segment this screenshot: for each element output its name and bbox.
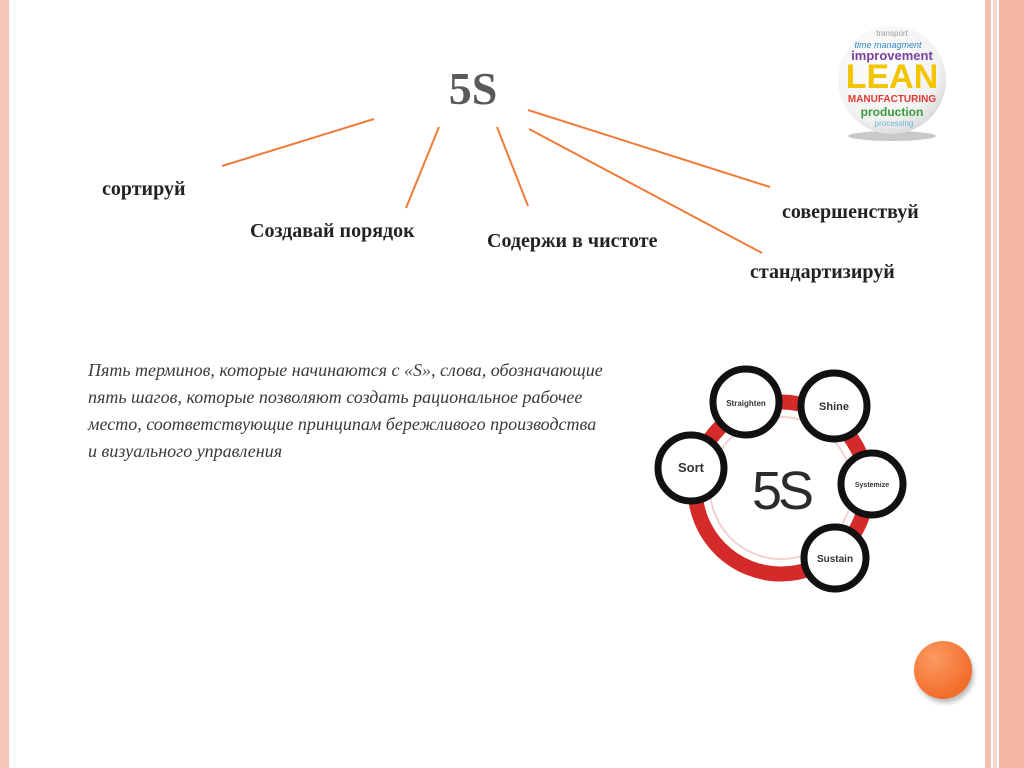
wheel-step-straighten: Straighten <box>709 365 783 439</box>
connector-standardize <box>528 128 763 254</box>
wheel-step-label: Straighten <box>726 399 766 408</box>
wheel-step-label: Sort <box>678 460 705 475</box>
wheel-step-label: Systemize <box>855 482 889 489</box>
wheel-step-label: Sustain <box>817 554 853 565</box>
connector-sustain <box>527 109 771 188</box>
lean-word-3: improvement <box>851 48 933 63</box>
wheel-step-systemize: Systemize <box>837 449 907 519</box>
wheel-step-label: Shine <box>819 401 849 413</box>
wheel-step-shine: Shine <box>797 369 871 443</box>
five-s-wheel: 5S Straighten Shine Sort Systemize Susta… <box>654 365 907 593</box>
decorative-orange-dot <box>914 641 972 699</box>
lean-word-4: LEAN <box>846 58 939 96</box>
slide-frame-right-inner <box>993 0 997 768</box>
slide-frame-right-outer <box>999 0 1024 768</box>
lean-word-7: processing <box>875 119 914 128</box>
lean-badge: transport time managment improvement LEA… <box>838 26 946 141</box>
wheel-step-sustain: Sustain <box>800 523 870 593</box>
term-sort: сортируй <box>102 178 186 200</box>
lean-word-1: transport <box>876 29 908 38</box>
slide-frame-left <box>0 0 9 768</box>
connector-sort <box>221 118 375 167</box>
description-text: Пять терминов, которые начинаются с «S»,… <box>88 360 603 461</box>
connector-set-in-order <box>405 126 440 209</box>
term-set-in-order: Создавай порядок <box>250 220 415 242</box>
term-standardize: стандартизируй <box>750 261 895 283</box>
lean-word-5: MANUFACTURING <box>848 94 937 105</box>
wheel-step-sort: Sort <box>654 431 728 505</box>
slide-title: 5S <box>448 63 498 114</box>
lean-word-2: time managment <box>854 40 922 50</box>
term-sustain: совершенствуй <box>782 201 919 223</box>
slide-frame-right <box>985 0 991 768</box>
connector-shine <box>496 126 529 207</box>
lean-word-6: production <box>861 105 924 119</box>
wheel-center-label: 5S <box>752 461 812 521</box>
term-shine: Содержи в чистоте <box>487 230 658 252</box>
